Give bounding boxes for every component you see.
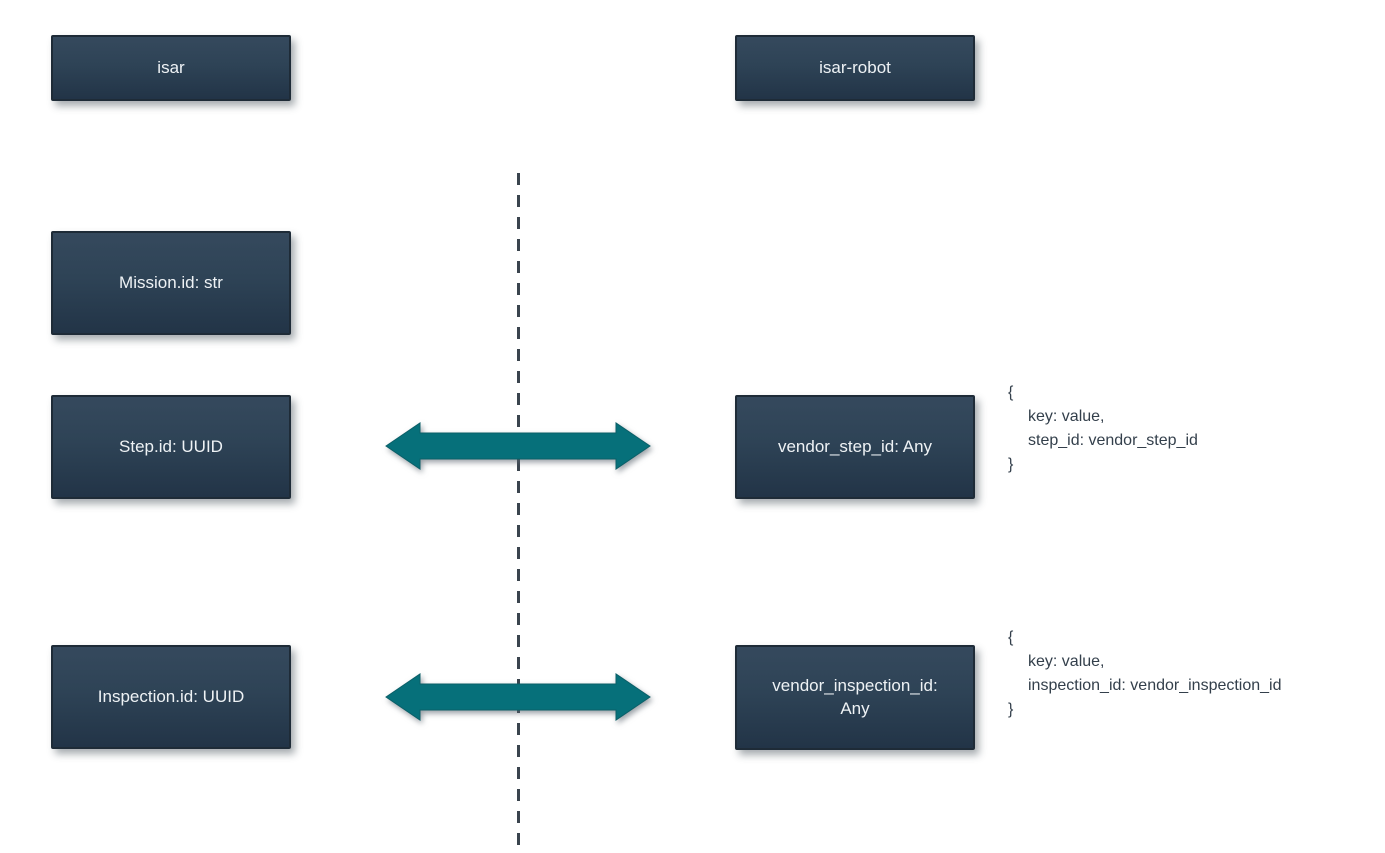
box-vendor-step-id-label: vendor_step_id: Any — [777, 436, 933, 456]
annotation-line: key: value, — [1028, 653, 1105, 670]
annotation-line: inspection_id: vendor_inspection_id — [1028, 677, 1282, 694]
box-mission-id: Mission.id: str — [51, 231, 291, 335]
bidirectional-arrow-icon — [385, 422, 651, 470]
box-mission-id-label: Mission.id: str — [119, 272, 223, 292]
box-vendor-inspection-id-label: vendor_inspection_id: Any — [772, 675, 938, 718]
box-vendor-step-id: vendor_step_id: Any — [735, 395, 975, 499]
dashed-divider-line — [517, 173, 520, 853]
annotation-step-mapping: { key: value, step_id: vendor_step_id } — [1008, 381, 1198, 477]
box-isar-robot: isar-robot — [735, 35, 975, 101]
box-step-id: Step.id: UUID — [51, 395, 291, 499]
box-inspection-id-label: Inspection.id: UUID — [97, 686, 245, 706]
annotation-line: { — [1008, 629, 1014, 646]
box-isar-robot-label: isar-robot — [819, 57, 891, 77]
box-inspection-id: Inspection.id: UUID — [51, 645, 291, 749]
annotation-line: key: value, — [1028, 408, 1105, 425]
annotation-line: } — [1008, 701, 1014, 718]
box-isar: isar — [51, 35, 291, 101]
box-step-id-label: Step.id: UUID — [119, 436, 223, 456]
annotation-line: } — [1008, 456, 1014, 473]
annotation-inspection-mapping: { key: value, inspection_id: vendor_insp… — [1008, 626, 1282, 722]
bidirectional-arrow-icon — [385, 673, 651, 721]
annotation-line: step_id: vendor_step_id — [1028, 432, 1198, 449]
box-isar-label: isar — [157, 57, 185, 77]
box-vendor-inspection-id: vendor_inspection_id: Any — [735, 645, 975, 750]
annotation-line: { — [1008, 384, 1014, 401]
